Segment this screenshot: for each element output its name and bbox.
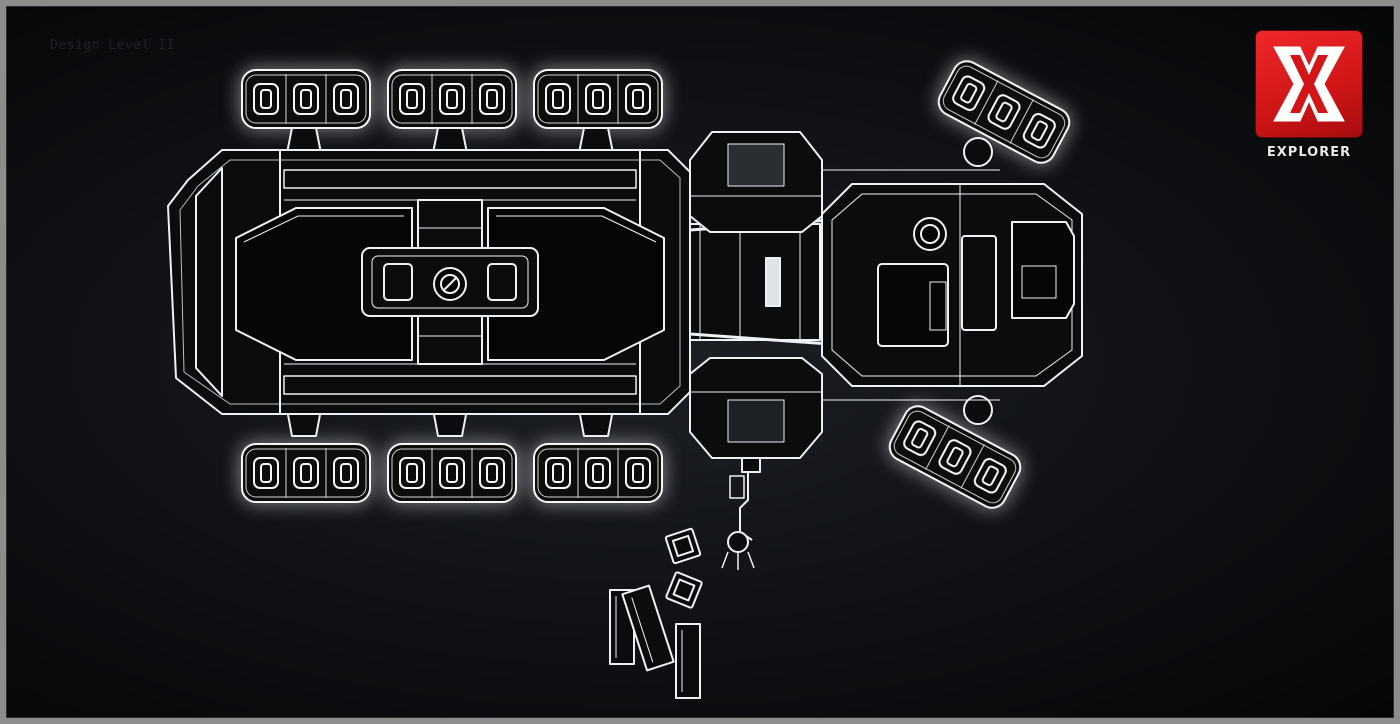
canvas: Design Level II [6,6,1394,718]
rover-blueprint [167,55,1083,699]
wheel [241,443,371,503]
wheel [533,443,663,503]
wheel [387,443,517,503]
wheel [533,69,663,129]
explorer-logo [1256,31,1362,137]
wheel [883,400,1027,514]
x-explorer-logo-icon [1273,46,1345,122]
wheel [932,55,1076,169]
design-level-caption: Design Level II [50,38,175,53]
wheel [241,69,371,129]
brand-name: EXPLORER [1266,145,1352,160]
wheel [387,69,517,129]
